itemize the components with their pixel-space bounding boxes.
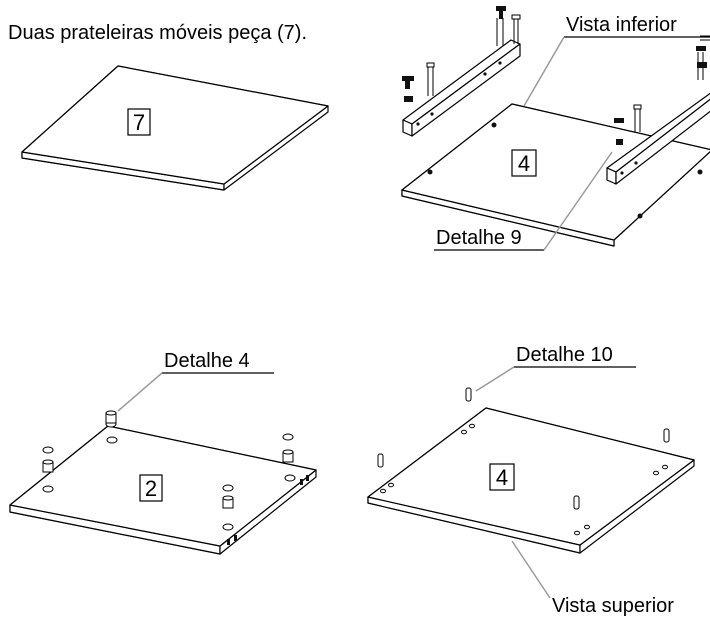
callout-detalhe-4: Detalhe 4: [117, 350, 274, 412]
part-number: 7: [133, 110, 145, 135]
callout-label: Vista inferior: [566, 14, 677, 36]
callout-vista-superior: Vista superior: [511, 540, 674, 617]
shelf-7: 7: [21, 65, 329, 191]
shelf-4-top-view: 4: [367, 387, 695, 554]
cam-housing: [42, 410, 294, 509]
dowel: [377, 387, 670, 510]
part-number-box: [489, 463, 515, 491]
callout-label: Detalhe 4: [164, 350, 250, 372]
caption: Duas prateleiras móveis peça (7).: [8, 22, 307, 44]
callout-detalhe-9: Detalhe 9: [434, 151, 613, 251]
callout-vista-inferior: Vista inferior: [523, 14, 710, 107]
callout-label: Detalhe 9: [436, 227, 522, 249]
part-number-box: [511, 149, 537, 177]
screw-set: [402, 6, 710, 145]
part-number: 4: [518, 151, 530, 176]
rail-left: [402, 39, 521, 137]
part-number-box: [127, 108, 151, 136]
part-number: 2: [145, 476, 157, 501]
shelf-4-bottom-view: 4: [401, 6, 710, 247]
part-number-box: [139, 474, 163, 502]
part-number: 4: [496, 465, 508, 490]
callout-label: Vista superior: [552, 595, 674, 617]
rail-right: [606, 92, 710, 185]
callout-label: Detalhe 10: [516, 344, 613, 366]
callout-detalhe-10: Detalhe 10: [475, 344, 636, 392]
shelf-2: 2: [9, 410, 317, 555]
